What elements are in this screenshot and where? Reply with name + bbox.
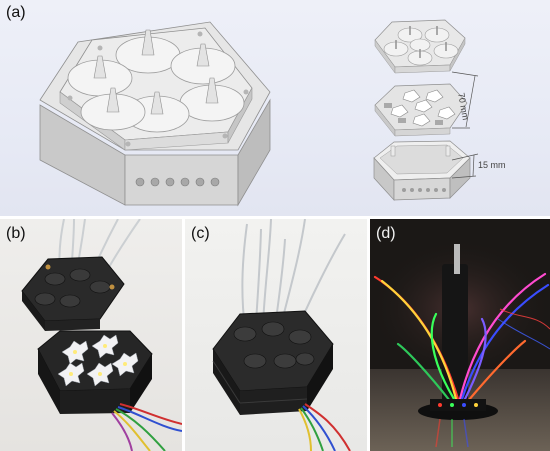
panel-b-label: (b) <box>6 225 26 242</box>
cad-main-hex-part <box>39 21 271 207</box>
dimension-lines <box>451 71 479 179</box>
panel-d-photo-lit-fibers: (d) <box>370 219 550 451</box>
panel-d-label: (d) <box>376 225 396 242</box>
panel-c-photo-closed-device: (c) <box>185 219 367 451</box>
panel-a-cad-render: (a) <box>0 0 550 216</box>
photo-b-illustration <box>21 219 182 451</box>
panel-b-photo-open-device: (b) <box>0 219 182 451</box>
panel-c-label: (c) <box>191 225 210 242</box>
cad-exploded-top <box>374 19 466 74</box>
dimension-15mm-label: 15 mm <box>478 160 506 170</box>
panel-a-label: (a) <box>6 4 26 21</box>
photo-c-illustration <box>212 219 351 451</box>
cad-exploded-middle <box>374 83 468 137</box>
cad-assembly-illustration <box>39 19 479 207</box>
cad-exploded-base <box>373 140 471 201</box>
photo-d-illustration <box>370 219 550 451</box>
